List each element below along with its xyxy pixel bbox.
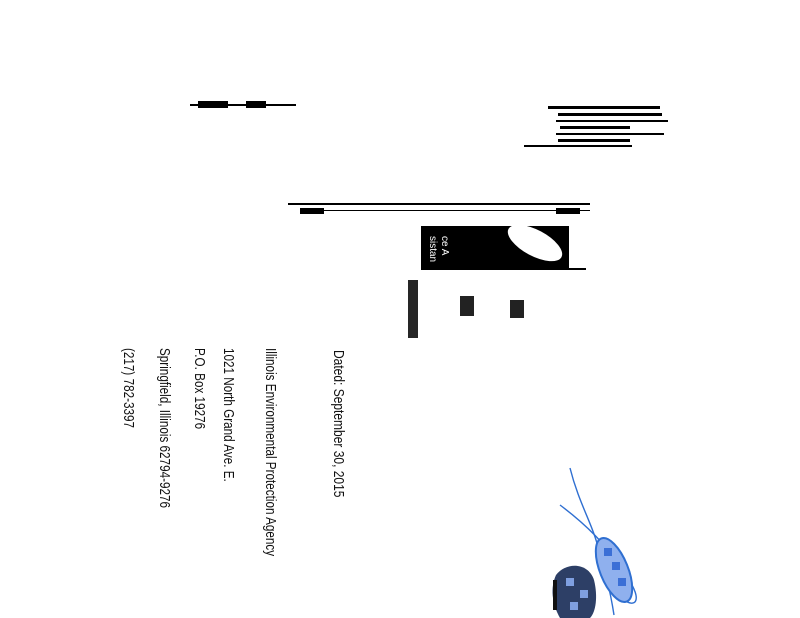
signature-pattern — [604, 548, 612, 556]
letterhead-line — [246, 101, 266, 108]
letterhead-line — [198, 101, 228, 108]
signature-pattern — [580, 590, 588, 598]
letterhead-line — [190, 104, 296, 106]
letterhead-block — [560, 126, 630, 129]
scan-smudge — [408, 280, 418, 338]
divider-line — [300, 208, 324, 214]
letterhead-block — [556, 120, 668, 122]
divider-line — [288, 203, 590, 205]
letterhead-block — [558, 139, 630, 142]
letterhead-block — [548, 106, 660, 109]
letterhead-block — [558, 113, 662, 116]
logo-underline — [556, 268, 586, 270]
scan-smudge — [510, 300, 524, 318]
divider-line — [556, 208, 580, 214]
signature-mark — [553, 580, 557, 610]
letterhead-block — [524, 145, 632, 147]
signature-pattern — [618, 578, 626, 586]
signature-pattern — [566, 578, 574, 586]
letterhead-block — [556, 133, 664, 135]
signature-pattern — [612, 562, 620, 570]
scan-smudge — [460, 296, 474, 316]
signature-pattern — [570, 602, 578, 610]
signature-blob — [552, 565, 597, 618]
divider-line — [320, 210, 590, 211]
